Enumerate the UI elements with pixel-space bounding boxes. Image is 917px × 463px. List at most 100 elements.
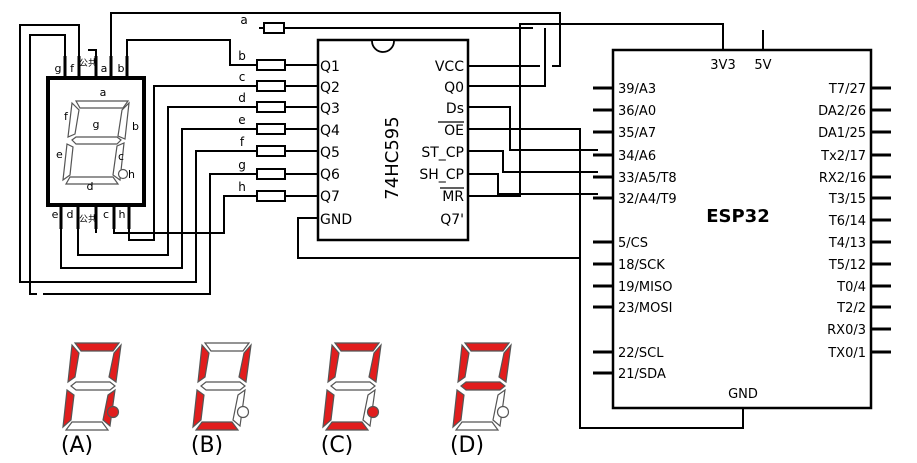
esp32-left-pin-label: 39/A3	[618, 82, 656, 97]
esp32-body	[611, 48, 873, 410]
option-segment-g	[330, 381, 376, 391]
option-segment-e	[192, 388, 205, 429]
esp32-right-pin-label: RX0/3	[827, 323, 866, 338]
esp32-right-pin-label: T4/13	[828, 236, 866, 251]
option-segment-e	[452, 388, 465, 429]
esp32-right-pin-label: RX2/16	[819, 171, 866, 186]
pin-label-a-top: a	[101, 62, 108, 75]
option-segment-e	[322, 388, 335, 429]
segment-label-f: f	[64, 110, 69, 123]
option-segment-dp	[366, 405, 380, 419]
resistor-h	[256, 190, 286, 202]
option-segment-a	[463, 342, 511, 352]
option-display-4	[452, 342, 512, 431]
esp32-right-pin-label: T0/4	[836, 280, 866, 295]
wiring	[19, 12, 764, 429]
answer-options: (A)(B)(C)(D)	[61, 342, 512, 458]
pin-vcc: VCC	[435, 59, 464, 75]
option-segment-d	[324, 421, 370, 431]
option-segment-g	[460, 381, 506, 391]
option-segment-e	[62, 388, 75, 429]
option-segment-b	[108, 343, 122, 384]
segment-label-c: c	[118, 150, 124, 163]
seven-segment-display: g f 公共 a b e d 公共 c h a b c d e f g h	[46, 56, 146, 229]
resistor-label-c: c	[239, 70, 246, 84]
option-segment-b	[368, 343, 382, 384]
resistor-label-f: f	[240, 135, 245, 149]
resistor-e	[256, 123, 286, 135]
esp32-right-pin-label: T3/15	[828, 192, 866, 207]
option-segment-b	[238, 343, 252, 384]
option-segment-a	[73, 342, 121, 352]
option-label: (B)	[191, 433, 223, 458]
esp32-right-pin-label: DA2/26	[818, 104, 866, 119]
pin-label-f-top: f	[70, 62, 75, 75]
esp32-right-pin-label: DA1/25	[818, 126, 866, 141]
esp32-name: ESP32	[706, 206, 770, 227]
option-segment-d	[64, 421, 110, 431]
option-segment-f	[197, 343, 210, 384]
shift-register-name: 74HC595	[382, 116, 403, 199]
resistors: a b c d e f g h	[238, 13, 286, 202]
shift-register-body	[316, 38, 470, 242]
resistor-g	[256, 168, 286, 180]
option-display-2	[192, 342, 252, 431]
pin-mr: MR	[442, 189, 464, 205]
esp32-right-pin-label: T2/2	[836, 301, 866, 316]
esp32-left-pin-label: 36/A0	[618, 104, 656, 119]
option-display-3	[322, 342, 382, 431]
pin-5v: 5V	[754, 58, 771, 73]
resistor-label-e: e	[238, 113, 245, 127]
resistor-label-h: h	[238, 180, 246, 194]
pin-3v3: 3V3	[710, 58, 735, 73]
esp32-left-pin-label: 23/MOSI	[618, 301, 672, 316]
pin-q1: Q1	[320, 59, 340, 75]
pin-q4: Q4	[320, 123, 340, 139]
pin-q6: Q6	[320, 167, 340, 183]
pin-q0: Q0	[444, 80, 464, 96]
option-segment-dp	[106, 405, 120, 419]
esp32-left-pin-label: 18/SCK	[618, 258, 665, 273]
pin-label-h-bottom: h	[119, 208, 126, 221]
display-segments	[62, 100, 130, 185]
option-segment-dp	[496, 405, 510, 419]
shift-register-74hc595: 74HC595 Q1 Q2 Q3 Q4 Q5 Q6 Q7 GND VCC Q0 …	[316, 38, 470, 242]
esp32-right-pins: T7/27DA2/26DA1/25Tx2/17RX2/16T3/15T6/14T…	[818, 82, 891, 361]
segment-label-d: d	[87, 180, 94, 193]
option-segment-a	[203, 342, 251, 352]
resistor-label-g: g	[238, 158, 246, 172]
option-segment-f	[67, 343, 80, 384]
esp32-left-pins: 39/A336/A035/A734/A633/A5/T832/A4/T95/CS…	[593, 82, 677, 382]
resistor-label-a: a	[240, 13, 247, 27]
option-segment-d	[194, 421, 240, 431]
resistor-f	[256, 145, 286, 157]
esp32-left-pin-label: 22/SCL	[618, 346, 664, 361]
pin-gnd-esp32: GND	[728, 387, 758, 402]
esp32-left-pin-label: 19/MISO	[618, 280, 672, 295]
esp32-left-pin-label: 32/A4/T9	[618, 192, 677, 207]
esp32-right-pin-label: Tx2/17	[820, 149, 866, 164]
display-dp-dot	[117, 168, 129, 180]
segment-label-e: e	[56, 148, 63, 161]
pin-q7-prime: Q7'	[440, 212, 464, 228]
esp32-right-pin-label: TX0/1	[827, 346, 866, 361]
chip-notch	[371, 40, 395, 53]
resistor-c	[256, 80, 286, 92]
esp32-right-pin-label: T5/12	[828, 258, 866, 273]
esp32-left-pin-label: 33/A5/T8	[618, 171, 677, 186]
segment-label-b: b	[132, 120, 139, 133]
esp32-left-pin-label: 21/SDA	[618, 367, 666, 382]
option-segment-g	[200, 381, 246, 391]
pin-q3: Q3	[320, 101, 340, 117]
pin-label-e-bottom: e	[52, 208, 59, 221]
option-segment-g	[70, 381, 116, 391]
resistor-d	[256, 101, 286, 113]
pin-st-cp: ST_CP	[421, 145, 464, 161]
segment-label-a: a	[100, 86, 107, 99]
segment-label-h: h	[128, 168, 135, 181]
option-segment-b	[498, 343, 512, 384]
option-segment-f	[327, 343, 340, 384]
pin-label-b-top: b	[118, 62, 125, 75]
option-display-1	[62, 342, 122, 431]
